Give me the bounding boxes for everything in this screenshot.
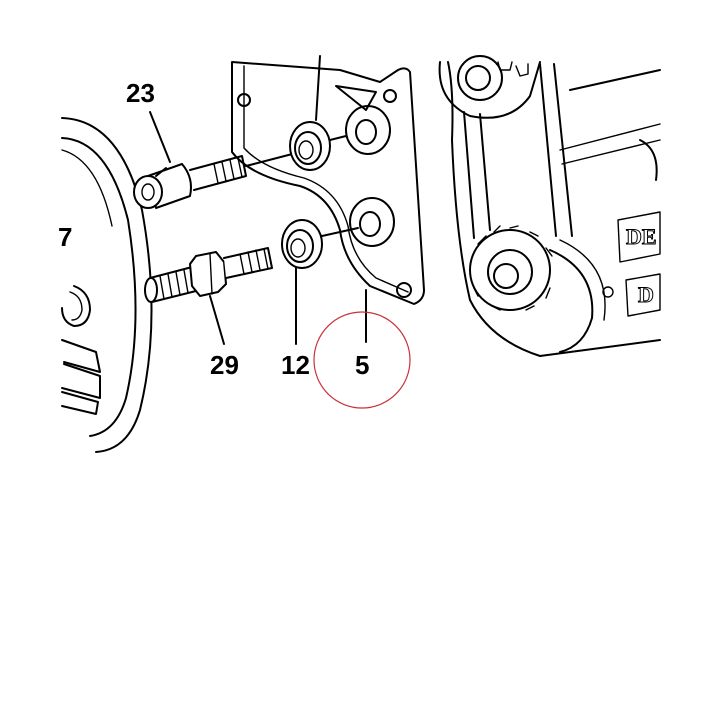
seal-washer-12 — [281, 219, 359, 345]
cover-plate-5 — [231, 55, 425, 343]
seal-washer-upper — [289, 121, 331, 171]
hex-stud-29 — [144, 247, 273, 345]
highlight-circle — [313, 311, 411, 409]
callout-7: 7 — [58, 222, 72, 252]
callout-12: 12 — [281, 350, 310, 380]
cover-lettering-bottom: D — [638, 282, 654, 307]
callout-5: 5 — [355, 350, 369, 380]
cover-lettering-top: DE — [626, 224, 657, 249]
engine-timing-cover: DE D — [438, 55, 661, 357]
callout-23: 23 — [126, 78, 155, 108]
spacer-stud-23 — [133, 111, 301, 209]
callout-29: 29 — [210, 350, 239, 380]
timing-pulley-left — [61, 117, 153, 453]
